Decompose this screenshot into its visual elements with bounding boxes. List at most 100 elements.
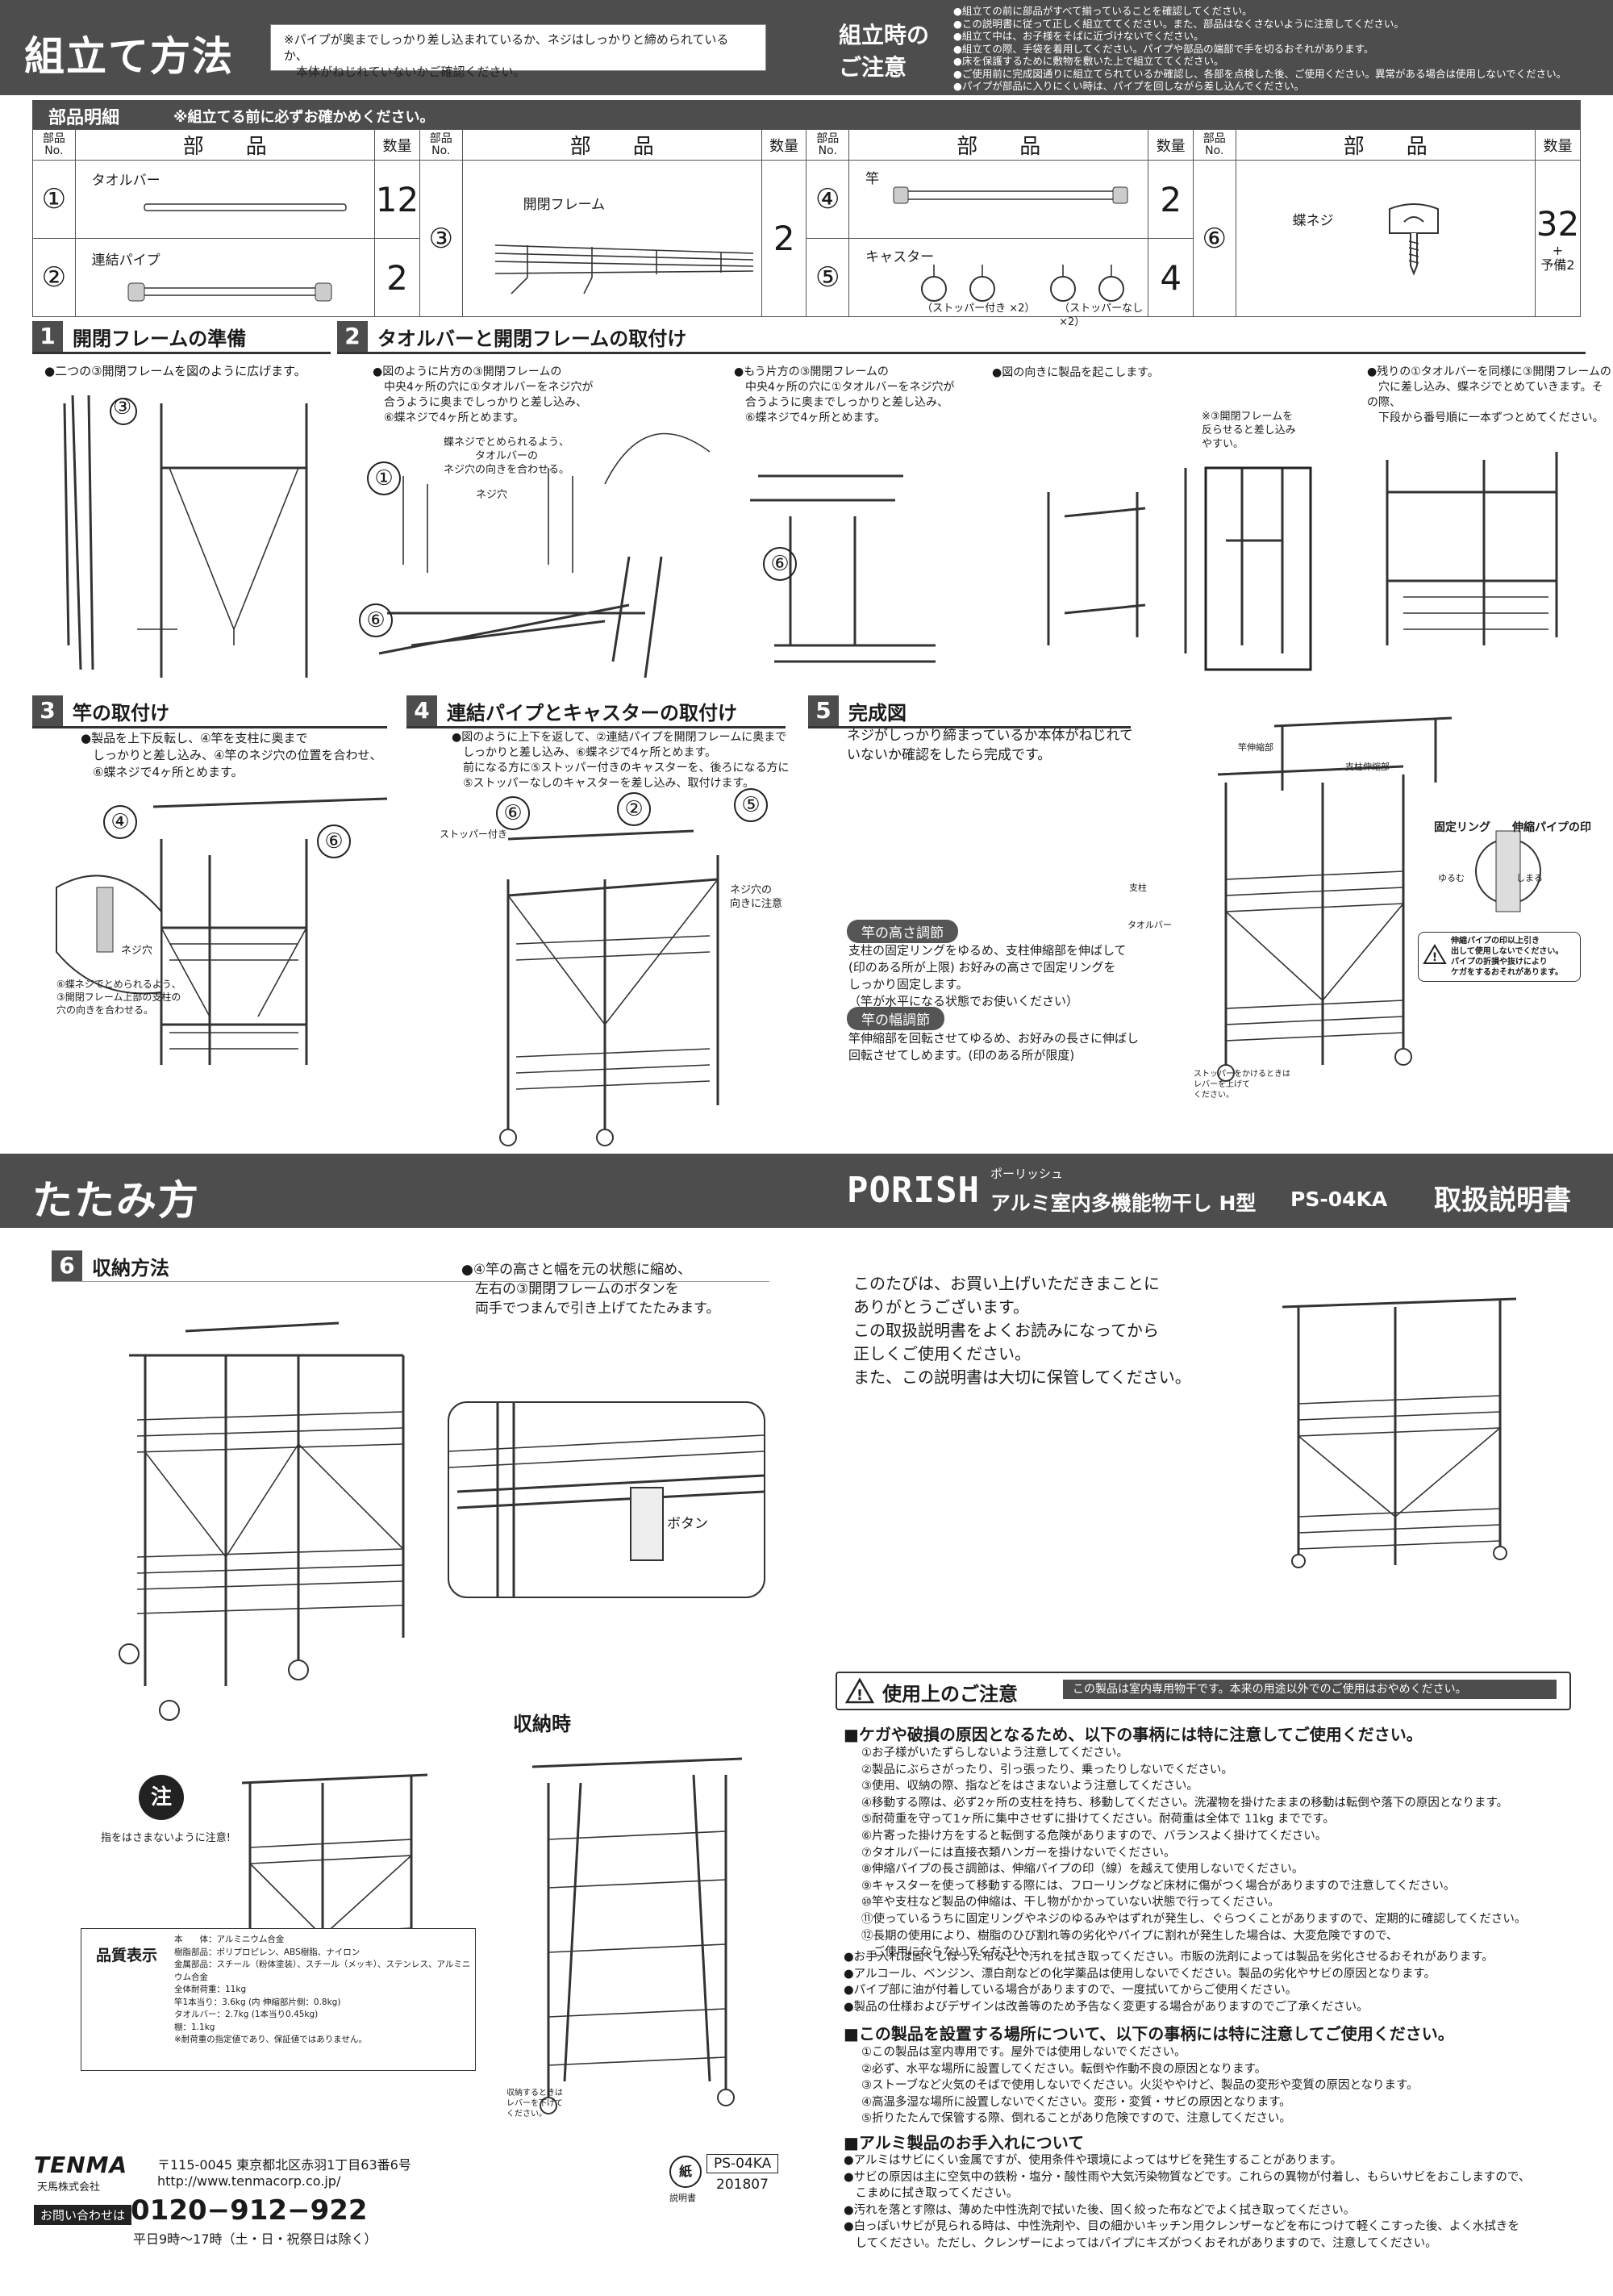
step4-label-5: ⑤	[734, 788, 768, 822]
svg-text:!: !	[857, 1687, 863, 1704]
company-address: 〒115-0045 東京都北区赤羽1丁目63番6号	[157, 2157, 411, 2173]
width-adjust-text: 竿伸縮部を回転させてゆるめ、お好みの長さに伸ばし 回転させてしめます。(印のある…	[848, 1031, 1140, 1062]
step3-label-4: ④	[103, 805, 137, 839]
label-extend-mark: 伸縮パイプの印	[1512, 821, 1591, 834]
button-detail-illustration	[449, 1403, 764, 1597]
print-date: 201807	[716, 2177, 769, 2193]
step5-text: ネジがしっかり締まっているか本体がねじれて いないか確認をしたら完成です。	[847, 728, 1133, 763]
towel-bar-illustration	[143, 203, 347, 211]
label-fixed-ring: 固定リング	[1434, 821, 1490, 834]
model-number: PS-04KA	[1290, 1188, 1388, 1211]
part-cell-caster: キャスター （ストッパー付き ×2） （ストッパーなし ×2）	[848, 238, 1149, 328]
part-cell-frame: 開閉フレーム	[461, 160, 762, 317]
step6-illustration	[119, 1321, 405, 1721]
part-no: ④	[806, 160, 850, 239]
contact-hours: 平日9時〜17時（土・日・祝祭日は除く）	[133, 2231, 377, 2247]
usage-banner: この製品は室内専用物干です。本来の用途以外でのご使用はおやめください。	[1063, 1680, 1557, 1699]
part-no: ①	[32, 160, 76, 239]
part-qty: 2	[761, 160, 807, 317]
step-number: 3	[32, 695, 63, 726]
step-number: 4	[406, 695, 437, 726]
label-strut-extend: 支柱伸縮部	[1345, 762, 1390, 772]
step1-text: ●二つの③開閉フレームを図のように広げます。	[44, 364, 306, 378]
step4-illustration	[499, 829, 719, 1146]
col-header-qty: 数量	[761, 129, 807, 161]
contact-phone: 0120−912−922	[131, 2194, 368, 2227]
part-cell-wingnut: 蝶ネジ	[1235, 160, 1536, 317]
step2-note-d: ※③開閉フレームを 反らせると差し込み やすい。	[1202, 411, 1296, 450]
part-no: ③	[419, 160, 463, 317]
company-logo: TENMA	[34, 2152, 128, 2178]
step2-note-a: 蝶ネジでとめられるよう、 タオルバーの ネジ穴の向きを合わせる。	[444, 436, 570, 476]
caution-title: 組立時の ご注意	[839, 22, 930, 81]
recycle-mark: 紙	[669, 2156, 702, 2188]
col-header-no: 部品 No.	[32, 129, 76, 161]
step4-heading: 4 連結パイプとキャスターの取付け	[406, 695, 786, 728]
storage-caster-note: 収納するときは レバーを下げて ください。	[506, 2089, 563, 2119]
step4-label-2: ②	[617, 792, 651, 826]
storage-label: 収納時	[513, 1713, 571, 1735]
company-url[interactable]: http://www.tenmacorp.co.jp/	[157, 2173, 341, 2189]
col-header-no: 部品 No.	[419, 129, 463, 161]
part-qty: 32	[1536, 204, 1580, 244]
step3-note: ⑥蝶ネジでとめられるよう、 ③開閉フレーム上部の支柱の 穴の向きを合わせる。	[56, 979, 181, 1016]
step1-heading: 1 開閉フレームの準備	[32, 321, 331, 354]
parts-table: 部品 No. 部 品 数量 部品 No. 部 品 数量 部品 No. 部 品 数…	[32, 129, 1582, 328]
folding-title: たたみ方	[32, 1177, 200, 1224]
company-name: 天馬株式会社	[37, 2181, 101, 2194]
step-number: 1	[32, 321, 63, 352]
caution-items: ●組立ての前に部品がすべて揃っていることを確認してください。 ●この説明書に従っ…	[953, 5, 1567, 92]
assembly-notice: ※パイプが奥までしっかり差し込まれているか、ネジはしっかりと締められているか、 …	[270, 24, 766, 79]
quality-text: 本 体：アルミニウム合金 樹脂部品：ポリプロピレン、ABS樹脂、ナイロン 金属部…	[174, 1935, 471, 2044]
parts-header-bar: 部品明細 ※組立てる前に必ずお確かめください。	[32, 100, 1581, 129]
intro-text: このたびは、お買い上げいただきまことに ありがとうございます。 この取扱説明書を…	[853, 1274, 1191, 1387]
col-header-qty: 数量	[1148, 129, 1194, 161]
warning-icon: !	[1423, 944, 1447, 964]
step2-text-c: ●図の向きに製品を起こします。	[992, 366, 1159, 379]
col-header-qty: 数量	[1534, 129, 1582, 161]
usage-list2: ①この製品は室内専用です。屋外では使用しないでください。 ②必ず、水平な場所に設…	[861, 2046, 1419, 2126]
width-adjust-pill: 竿の幅調節	[847, 1007, 944, 1030]
col-header-no: 部品 No.	[1192, 129, 1236, 161]
button-label: ボタン	[667, 1516, 708, 1532]
col-header-name: 部 品	[1235, 129, 1536, 161]
step-title: 連結パイプとキャスターの取付け	[447, 702, 737, 724]
part-name: キャスター	[865, 249, 935, 265]
part-name: タオルバー	[91, 173, 160, 189]
storage-illustration	[531, 1757, 743, 2114]
part-qty: 4	[1148, 238, 1194, 317]
step-title: 竿の取付け	[73, 702, 169, 724]
step4-label-6: ⑥	[496, 796, 530, 830]
manual-title: 取扱説明書	[1434, 1184, 1571, 1217]
height-adjust-label: 竿の高さ調節	[847, 920, 958, 943]
usage-h1: ■ケガや破損の原因となるため、以下の事柄には特に注意してご使用ください。	[844, 1725, 1423, 1744]
step-number: 5	[808, 695, 839, 726]
parts-title: 部品明細	[48, 108, 120, 128]
part-cell-connect: 連結パイプ	[74, 238, 375, 317]
part-no: ⑤	[806, 238, 850, 317]
part-qty: 2	[1148, 160, 1194, 239]
height-adjust-pill: 竿の高さ調節	[847, 920, 958, 943]
col-header-name: 部 品	[848, 129, 1149, 161]
parts-note: ※組立てる前に必ずお確かめください。	[173, 109, 435, 126]
step5-illustration	[1217, 716, 1541, 1082]
part-cell-towelbar: タオルバー	[74, 160, 375, 239]
height-adjust-text: 支柱の固定リングをゆるめ、支柱伸縮部を伸ばして (印のある所が上限) お好みの高…	[848, 943, 1127, 1008]
step3-text: ●製品を上下反転し、④竿を支柱に奥まで しっかりと差し込み、④竿のネジ穴の位置を…	[81, 731, 382, 779]
step2-text-d: ●残りの①タオルバーを同様に③開閉フレームの 穴に差し込み、蝶ネジでとめていきま…	[1367, 365, 1611, 424]
step-number: 6	[52, 1250, 82, 1281]
step-title: 開閉フレームの準備	[73, 328, 247, 350]
step4-note: ネジ穴の 向きに注意	[730, 884, 783, 910]
step-title: 完成図	[848, 702, 907, 724]
usage-title: 使用上のご注意	[882, 1683, 1018, 1705]
part-name: 竿	[865, 171, 880, 187]
folding-partial-illustration	[241, 1773, 428, 1985]
part-qty: 12	[373, 160, 420, 239]
step3-label-6: ⑥	[317, 824, 351, 858]
step-title: 収納方法	[92, 1257, 169, 1279]
part-name: 蝶ネジ	[1292, 213, 1334, 229]
usage-h3: ■アルミ製品のお手入れについて	[844, 2133, 1085, 2152]
step2-text-b: ●もう片方の③開閉フレームの 中央4ヶ所の穴に①タオルバーをネジ穴が 合うように…	[734, 365, 955, 424]
step3-heading: 3 竿の取付け	[32, 695, 387, 728]
button-detail-box: ボタン	[448, 1401, 765, 1598]
